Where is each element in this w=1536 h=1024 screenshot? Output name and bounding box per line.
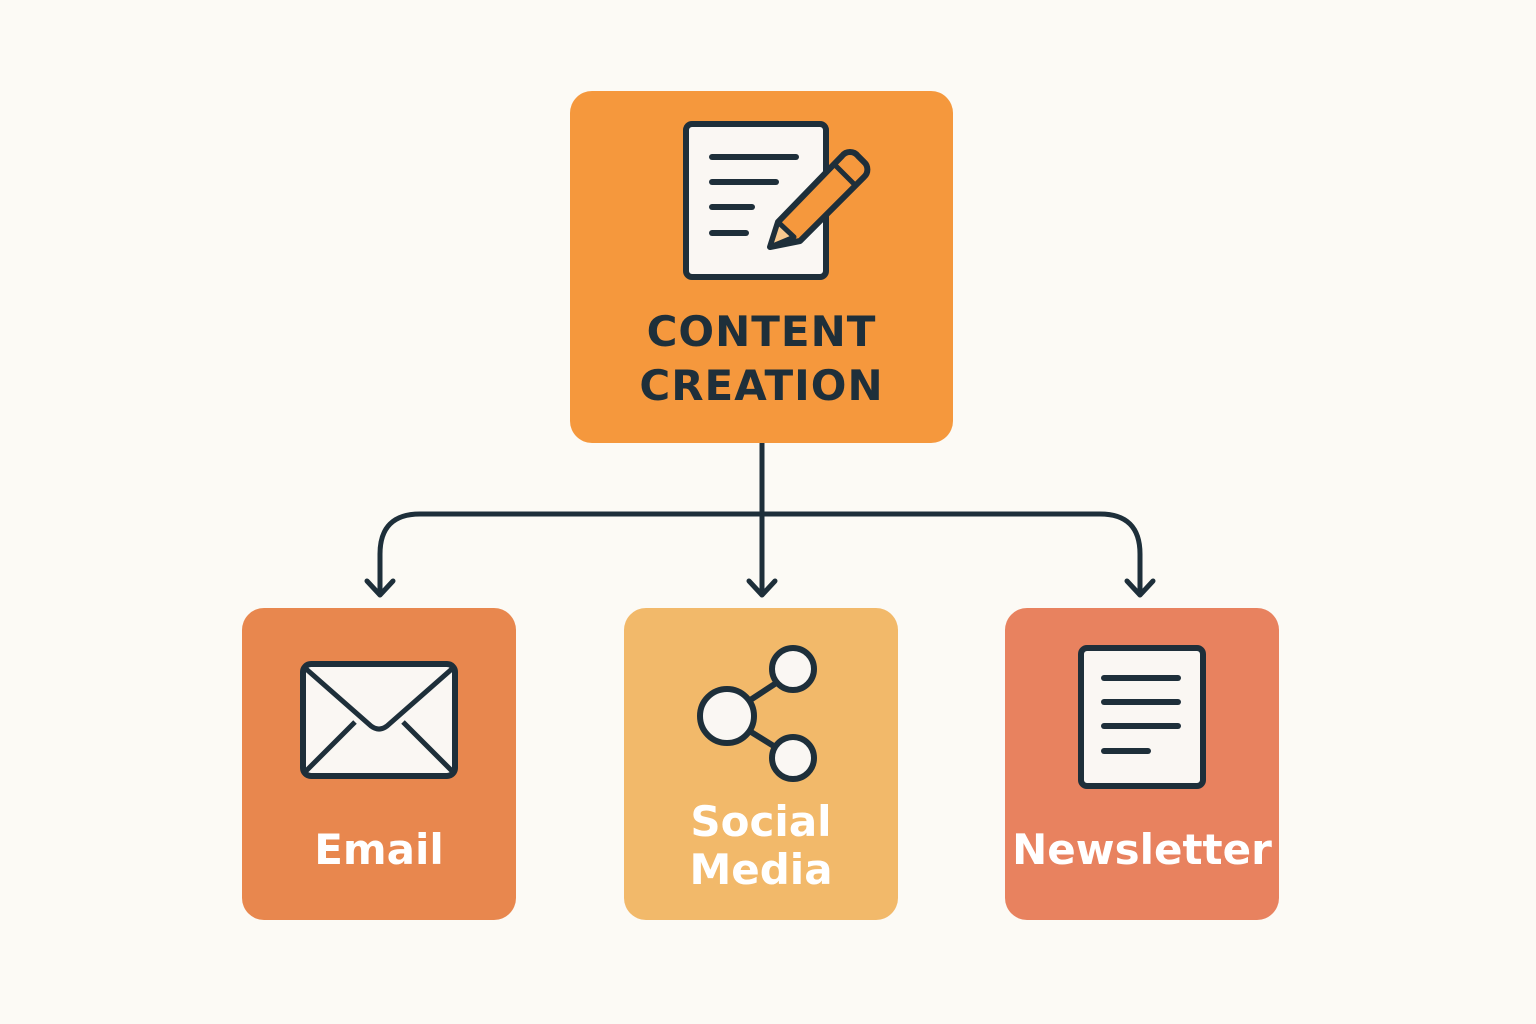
document-edit-icon (683, 121, 871, 280)
social-label-line2: Media (689, 845, 833, 894)
envelope-icon (300, 661, 458, 779)
branch-line (377, 511, 1143, 596)
root-label-line1: CONTENT (646, 307, 877, 356)
newsletter-label: Newsletter (1012, 825, 1272, 874)
arrowhead-social (746, 578, 778, 598)
email-node: Email (242, 608, 516, 920)
content-creation-node: CONTENT CREATION (570, 91, 953, 443)
arrowhead-newsletter (1124, 578, 1156, 598)
arrowhead-email (364, 578, 396, 598)
share-icon (697, 645, 817, 782)
social-label-line1: Social (690, 797, 832, 846)
newsletter-document-icon (1078, 645, 1206, 789)
newsletter-node: Newsletter (1005, 608, 1279, 920)
root-label-line2: CREATION (639, 361, 884, 410)
social-media-node: Social Media (624, 608, 898, 920)
email-label: Email (314, 825, 444, 874)
